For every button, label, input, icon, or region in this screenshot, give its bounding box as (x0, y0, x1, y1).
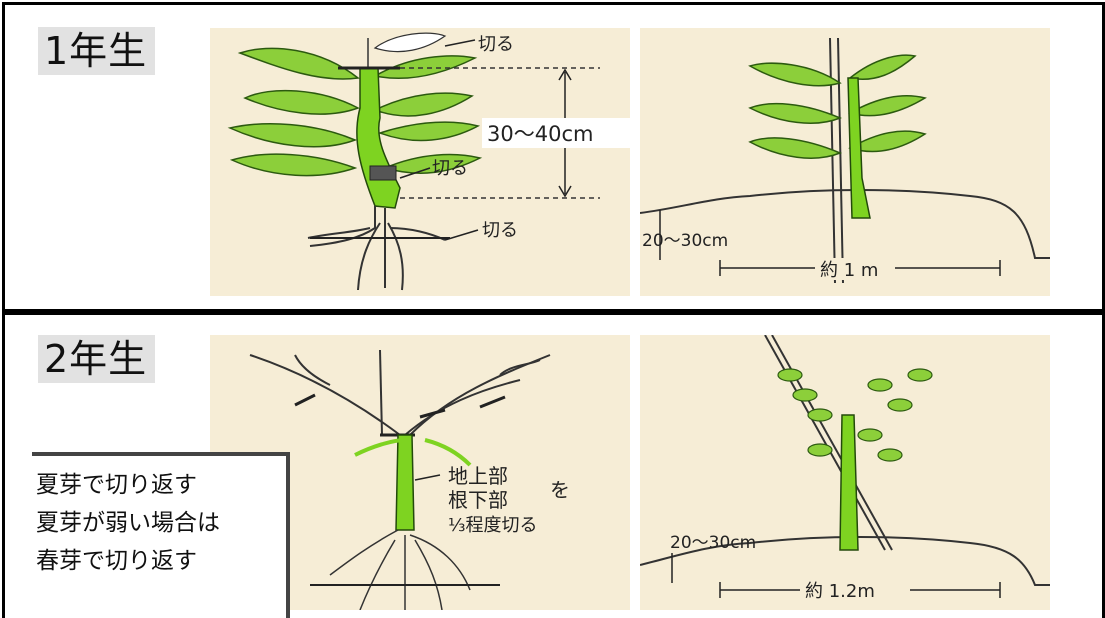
above-ground-label: 地上部 (448, 464, 508, 488)
depth-label-1: 20〜30cm (642, 231, 728, 251)
note-line-2: 夏芽が弱い場合は (32, 504, 286, 542)
width-label-2: 約 1.2m (805, 581, 875, 602)
second-year-label: 2年生 (38, 335, 155, 383)
first-year-label: 1年生 (38, 27, 155, 75)
cut-root-label: 切る (482, 220, 518, 241)
depth-label-2: 20〜30cm (670, 533, 756, 553)
cut-mid-label: 切る (432, 158, 468, 179)
note-line-3: 春芽で切り返す (32, 542, 286, 580)
cut-top-label: 切る (478, 34, 514, 55)
note-line-1: 夏芽で切り返す (32, 466, 286, 504)
one-third-cut-label: ⅓程度切る (448, 515, 537, 536)
note-box: 夏芽で切り返す 夏芽が弱い場合は 春芽で切り返す (32, 452, 290, 618)
first-year-planting-illustration: 20〜30cm 約 1 m (640, 28, 1050, 296)
width-label-1: 約 1 m (820, 260, 878, 281)
first-year-pruning-illustration: 30〜40cm 切る 切る 切る (210, 28, 630, 296)
second-year-planting-illustration: 20〜30cm 約 1.2m (640, 335, 1050, 610)
particle-label: を (550, 478, 570, 502)
below-ground-label: 根下部 (448, 488, 508, 512)
measure-label: 30〜40cm (487, 122, 593, 146)
